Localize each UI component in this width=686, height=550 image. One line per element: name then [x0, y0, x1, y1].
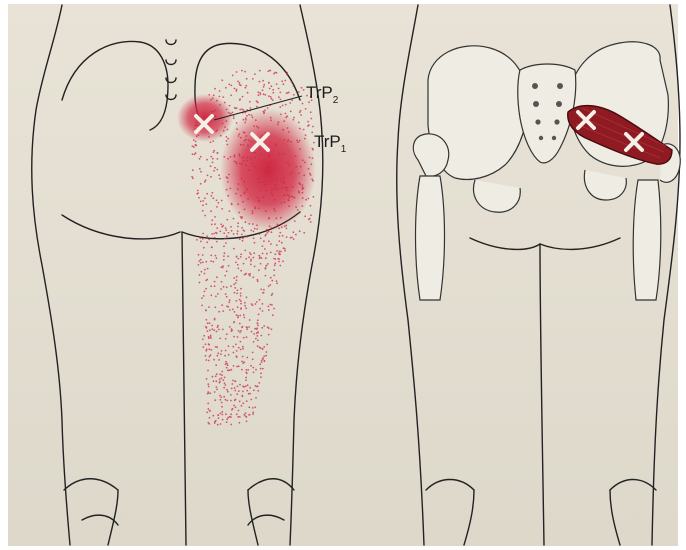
trp2-label: TrP2	[306, 83, 339, 106]
trp1-label: TrP1	[314, 132, 347, 155]
referred-pain-zone	[177, 70, 316, 426]
left-body-outline	[32, 5, 323, 545]
pelvis-bones	[413, 42, 680, 300]
